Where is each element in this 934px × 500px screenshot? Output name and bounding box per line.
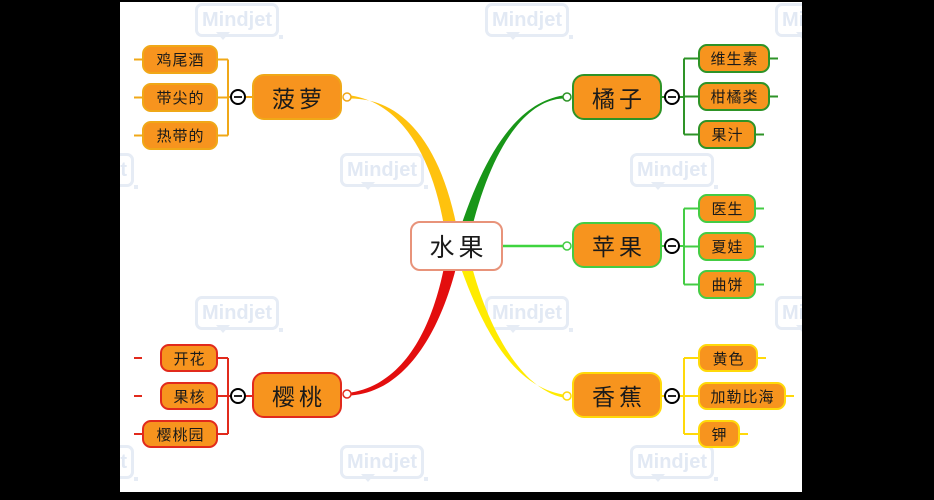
collapse-toggle-banana[interactable] — [664, 388, 680, 404]
topic-cherry[interactable]: 樱桃 — [252, 372, 342, 418]
mindjet-watermark: Mindjet — [775, 296, 802, 333]
subtopic-eve[interactable]: 夏娃 — [698, 232, 756, 261]
topic-apple[interactable]: 苹果 — [572, 222, 662, 268]
ring-cherry — [342, 389, 352, 399]
subtopic-vitamin[interactable]: 维生素 — [698, 44, 770, 73]
ring-orange — [562, 92, 572, 102]
mindjet-watermark: Mindjet — [630, 153, 718, 190]
collapse-toggle-pineapple[interactable] — [230, 89, 246, 105]
topic-banana[interactable]: 香蕉 — [572, 372, 662, 418]
collapse-toggle-cherry[interactable] — [230, 388, 246, 404]
subtopic-juice[interactable]: 果汁 — [698, 120, 756, 149]
subtopic-orchard[interactable]: 樱桃园 — [142, 420, 218, 448]
subtopic-pie[interactable]: 曲饼 — [698, 270, 756, 299]
subtopic-spiky[interactable]: 带尖的 — [142, 83, 218, 112]
mindjet-watermark: Mindjet — [340, 445, 428, 482]
ring-pineapple — [342, 92, 352, 102]
subtopic-cocktail[interactable]: 鸡尾酒 — [142, 45, 218, 74]
mindjet-watermark: Mindjet — [195, 3, 283, 40]
mindjet-watermark: Mindjet — [120, 445, 138, 481]
subtopic-potassium[interactable]: 钾 — [698, 420, 740, 448]
ring-apple — [562, 241, 572, 251]
subtopic-yellow[interactable]: 黄色 — [698, 344, 758, 372]
subtopic-doctor[interactable]: 医生 — [698, 194, 756, 223]
subtopic-blossom[interactable]: 开花 — [160, 344, 218, 372]
subtopic-caribbean[interactable]: 加勒比海 — [698, 382, 786, 410]
mindjet-watermark: Mindjet — [120, 153, 138, 189]
collapse-toggle-orange[interactable] — [664, 89, 680, 105]
ring-banana — [562, 391, 572, 401]
subtopic-pit[interactable]: 果核 — [160, 382, 218, 410]
topic-pineapple[interactable]: 菠萝 — [252, 74, 342, 120]
mindjet-watermark: Mindjet — [630, 445, 718, 482]
branch-cherry-curve — [351, 251, 460, 396]
branch-banana-curve — [455, 251, 563, 398]
topic-orange[interactable]: 橘子 — [572, 74, 662, 120]
mindjet-watermark: Mindjet — [195, 296, 283, 333]
collapse-toggle-apple[interactable] — [664, 238, 680, 254]
mindjet-watermark: Mindjet — [340, 153, 428, 190]
mindjet-watermark: Mindjet — [775, 3, 802, 40]
subtopic-tropical[interactable]: 热带的 — [142, 121, 218, 150]
mindjet-watermark: Mindjet — [485, 3, 573, 40]
mindmap-canvas: Mindjet Mindjet Mindjet Mindjet Mindjet … — [120, 2, 802, 492]
subtopic-citrus[interactable]: 柑橘类 — [698, 82, 770, 111]
central-topic-fruit[interactable]: 水果 — [410, 221, 503, 271]
